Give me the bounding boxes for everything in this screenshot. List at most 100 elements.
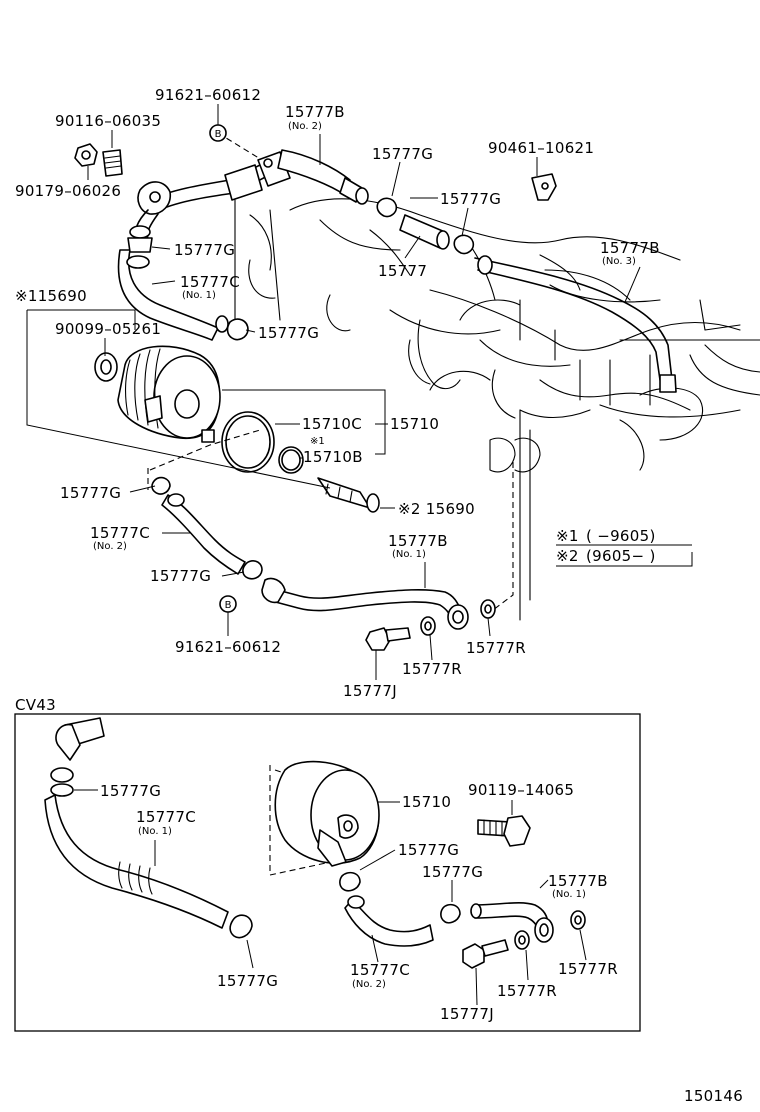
inset-label-15777B-no1-sub: (No. 1) <box>552 889 586 900</box>
inset-label-90119-14065: 90119–14065 <box>468 781 574 799</box>
label-15777C-no1-sub: (No. 1) <box>182 290 216 301</box>
label-15777C-no2: 15777C <box>90 524 150 542</box>
inset-elbow <box>55 723 81 761</box>
inset-clamp-15777G-4 <box>440 903 461 924</box>
label-91621-60612-bottom: 91621–60612 <box>175 638 281 656</box>
applicability-notes: ※1 ( −9605) ※2 (9605− ) <box>556 527 693 567</box>
inset-hose-15777C-no1 <box>44 794 229 929</box>
label-15777: 15777 <box>378 262 427 280</box>
inset-label-15777G-2: 15777G <box>217 972 278 990</box>
stud-90116-06035 <box>102 149 123 177</box>
inset-label-15777R-1: 15777R <box>558 960 618 978</box>
inset-cooler-outlet <box>317 829 347 867</box>
label-90116-06035: 90116–06035 <box>55 112 161 130</box>
engine-block-outline <box>234 198 760 621</box>
inset-label-15777B-no1: 15777B <box>548 872 608 890</box>
inset-hose-end <box>50 783 74 797</box>
hose-15777C-no2 <box>151 476 263 580</box>
union-bolt-15690 <box>317 477 380 513</box>
inset-frame <box>14 713 641 1032</box>
leader-lines <box>26 104 641 680</box>
label-15710B-note: ※1 <box>310 436 325 447</box>
washer-15777R-b <box>420 616 436 636</box>
o-ring-15710B <box>278 446 304 474</box>
note2-mark: ※2 <box>556 547 579 565</box>
inset-pipe-15777B-line-b <box>474 915 539 933</box>
inset-label-15777J: 15777J <box>440 1005 494 1023</box>
nut-90179-06026 <box>74 143 98 167</box>
label-15777G-a: 15777G <box>372 145 433 163</box>
label-15710: 15710 <box>390 415 439 433</box>
inset-title: CV43 <box>15 696 56 714</box>
oil-cooler-15710 <box>117 345 221 443</box>
label-15777R-a: 15777R <box>466 639 526 657</box>
o-ring-15710C <box>221 411 275 473</box>
inset-label-15710: 15710 <box>402 793 451 811</box>
label-15777G-b: 15777G <box>440 190 501 208</box>
inset-label-15777R-2: 15777R <box>497 982 557 1000</box>
note1-text: ( −9605) <box>586 527 656 545</box>
label-15777C-no2-sub: (No. 2) <box>93 541 127 552</box>
inset-label-15777C-no1-sub: (No. 1) <box>138 826 172 837</box>
gasket-90099-05261 <box>94 352 118 382</box>
label-15777B-no2: 15777B <box>285 103 345 121</box>
label-15690-star2: ※2 15690 <box>398 500 475 518</box>
bolt-marker-b-bottom: B <box>219 595 237 613</box>
label-15777B-no2-sub: (No. 2) <box>288 121 322 132</box>
label-90179-06026: 90179–06026 <box>15 182 121 200</box>
inset-pipe-eye <box>534 917 554 943</box>
pipe-15777B-no1 <box>261 577 469 630</box>
label-15777C-no1: 15777C <box>180 273 240 291</box>
label-91621-60612-top: 91621–60612 <box>155 86 261 104</box>
pipe-15777B-no3 <box>474 255 677 393</box>
dashed-connection-lines <box>147 132 514 876</box>
label-90461-10621: 90461–10621 <box>488 139 594 157</box>
label-15777R-b: 15777R <box>402 660 462 678</box>
inset-hose-15777C-no2 <box>344 899 434 947</box>
bolt-marker-b-top: B <box>209 124 227 142</box>
hose-15777B-no2 <box>277 149 369 205</box>
label-15777G-f: 15777G <box>150 567 211 585</box>
inset-clamp-15777G-2 <box>229 914 253 939</box>
inset-label-15777C-no1: 15777C <box>136 808 196 826</box>
inset-label-15777G-3: 15777G <box>398 841 459 859</box>
pipe-15777 <box>376 197 475 255</box>
bolt-marker-label: B <box>225 600 232 611</box>
label-15690-star1: ※115690 <box>15 287 87 305</box>
note1-mark: ※1 <box>556 527 579 545</box>
inset-washer-15777R-2 <box>514 930 530 950</box>
union-bolt-15777J <box>365 627 411 651</box>
inset-label-15777C-no2: 15777C <box>350 961 410 979</box>
inset-union-bolt-15777J <box>462 943 485 969</box>
label-90099-05261: 90099–05261 <box>55 320 161 338</box>
label-15777G-c: 15777G <box>174 241 235 259</box>
label-15777B-no1-sub: (No. 1) <box>392 549 426 560</box>
inset-label-15777C-no2-sub: (No. 2) <box>352 979 386 990</box>
label-15777B-no3-sub: (No. 3) <box>602 256 636 267</box>
label-15777B-no1: 15777B <box>388 532 448 550</box>
note2-text: (9605− ) <box>586 547 656 565</box>
part-labels: 91621–60612 90116–06035 90179–06026 1577… <box>15 86 660 700</box>
label-15777G-d: 15777G <box>258 324 319 342</box>
inset-cv43: CV43 <box>14 696 641 1032</box>
inset-hose-sleeve <box>118 861 153 895</box>
hose-15777C-no1 <box>117 225 249 341</box>
inset-clamp-15777G-1 <box>50 767 74 783</box>
bolt-marker-label: B <box>215 129 222 140</box>
inset-label-15777G-1: 15777G <box>100 782 161 800</box>
label-15777B-no3: 15777B <box>600 239 660 257</box>
label-15710C: 15710C <box>302 415 362 433</box>
label-15710B: 15710B <box>303 448 363 466</box>
inset-clamp-15777G-3 <box>339 871 361 892</box>
label-15777J: 15777J <box>343 682 397 700</box>
pipe-top-bracket <box>134 151 291 241</box>
label-15777G-e: 15777G <box>60 484 121 502</box>
inset-cooler-port <box>337 814 359 839</box>
inset-washer-15777R-1 <box>570 910 586 930</box>
bracket-90461-10621 <box>531 173 557 201</box>
inset-pipe-end <box>470 903 482 919</box>
washer-15777R-a <box>480 599 496 619</box>
figure-number: 150146 <box>684 1087 743 1105</box>
inset-label-15777G-4: 15777G <box>422 863 483 881</box>
